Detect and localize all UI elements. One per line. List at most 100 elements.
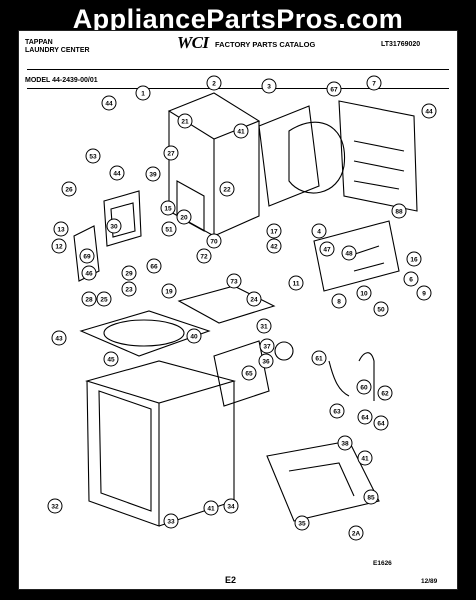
callout-marker <box>337 435 353 451</box>
callout-number: 43 <box>55 335 63 342</box>
callout-number: 13 <box>57 226 65 233</box>
callout-marker <box>106 218 122 234</box>
watermark: AppliancePartsPros.com <box>72 4 404 34</box>
callout-number: 6 <box>409 276 413 283</box>
rear-drum-panel <box>258 105 320 207</box>
callout-marker <box>266 223 282 239</box>
callout-marker <box>206 75 222 91</box>
callout-marker <box>391 203 407 219</box>
callout-marker <box>261 78 277 94</box>
callout-number: 51 <box>165 226 173 233</box>
callout-number: 22 <box>223 186 231 193</box>
washer-cabinet-top <box>85 360 237 404</box>
callout-marker <box>51 330 67 346</box>
callout-marker <box>373 415 389 431</box>
model-line: MODEL 44-2439-00/01 <box>25 77 98 84</box>
callout-number: 48 <box>345 250 353 257</box>
callout-marker <box>161 283 177 299</box>
side-panel-outline <box>213 121 260 237</box>
callout-number: 62 <box>381 390 389 397</box>
callout-number: 23 <box>125 286 133 293</box>
callout-number: 40 <box>190 333 198 340</box>
callout-number: 24 <box>250 296 258 303</box>
callout-number: 39 <box>149 171 157 178</box>
callout-number: 65 <box>245 370 253 377</box>
callout-number: 46 <box>85 270 93 277</box>
callout-marker <box>341 245 357 261</box>
callout-number: 66 <box>150 263 158 270</box>
callout-number: 26 <box>65 186 73 193</box>
callout-number: 34 <box>227 503 235 510</box>
callout-marker <box>206 233 222 249</box>
callout-number: 11 <box>293 280 300 287</box>
callout-marker <box>196 248 212 264</box>
callout-number: 25 <box>100 296 108 303</box>
callout-marker <box>319 241 335 257</box>
washer-top <box>79 310 211 357</box>
callout-marker <box>246 291 262 307</box>
heater-assembly <box>313 220 400 292</box>
model-rule <box>27 88 449 89</box>
callout-marker <box>233 123 249 139</box>
page-number: E2 <box>225 575 236 585</box>
base-pan <box>266 440 380 522</box>
callout-marker <box>329 403 345 419</box>
callout-marker <box>259 338 275 354</box>
callout-marker <box>311 350 327 366</box>
callout-number: 29 <box>125 270 133 277</box>
callout-number: 3 <box>267 83 271 90</box>
callout-number: 73 <box>230 278 238 285</box>
callout-number: 7 <box>372 80 376 87</box>
callout-marker <box>256 318 272 334</box>
callout-number: 85 <box>367 494 375 501</box>
callout-marker <box>258 353 274 369</box>
callout-number: 69 <box>83 253 91 260</box>
date-code: 12/89 <box>421 578 438 585</box>
callout-marker <box>226 273 242 289</box>
callout-number: 32 <box>51 503 59 510</box>
callout-marker <box>421 103 437 119</box>
callout-number: 72 <box>200 253 208 260</box>
callout-number: 10 <box>360 290 368 297</box>
callout-marker <box>176 209 192 225</box>
brand-line-1: TAPPAN <box>25 39 53 46</box>
callout-marker <box>288 275 304 291</box>
callout-marker <box>146 258 162 274</box>
parts-catalog-sheet: TAPPAN LAUNDRY CENTER WCI FACTORY PARTS … <box>18 30 458 590</box>
callout-marker <box>326 81 342 97</box>
callout-number: 1 <box>141 90 145 97</box>
callout-number: 33 <box>167 518 175 525</box>
figure-code: E1626 <box>373 560 392 567</box>
callout-marker <box>85 148 101 164</box>
callout-marker <box>311 223 327 239</box>
callout-number: 35 <box>298 520 306 527</box>
callout-marker <box>61 181 77 197</box>
callout-marker <box>266 238 282 254</box>
callout-number: 38 <box>341 440 349 447</box>
callout-marker <box>160 200 176 216</box>
washer-side-panel <box>158 381 235 527</box>
door-panel <box>103 190 142 247</box>
door-opening <box>176 180 205 232</box>
callout-number: 50 <box>377 306 385 313</box>
callout-number: 60 <box>360 384 368 391</box>
callout-number: 88 <box>395 208 403 215</box>
callout-number: 37 <box>263 343 271 350</box>
callout-marker <box>163 513 179 529</box>
callout-marker <box>103 351 119 367</box>
callout-number: 12 <box>55 243 63 250</box>
callout-number: 9 <box>422 290 426 297</box>
callout-number: 67 <box>330 86 338 93</box>
hose <box>358 352 375 401</box>
base-plate <box>177 285 276 324</box>
callout-marker <box>403 271 419 287</box>
callout-marker <box>81 291 97 307</box>
callout-number: 17 <box>270 228 278 235</box>
callout-number: 41 <box>207 505 215 512</box>
callout-marker <box>79 248 95 264</box>
callout-number: 61 <box>315 355 323 362</box>
callout-number: 63 <box>333 408 341 415</box>
callout-marker <box>203 500 219 516</box>
callout-marker <box>373 301 389 317</box>
